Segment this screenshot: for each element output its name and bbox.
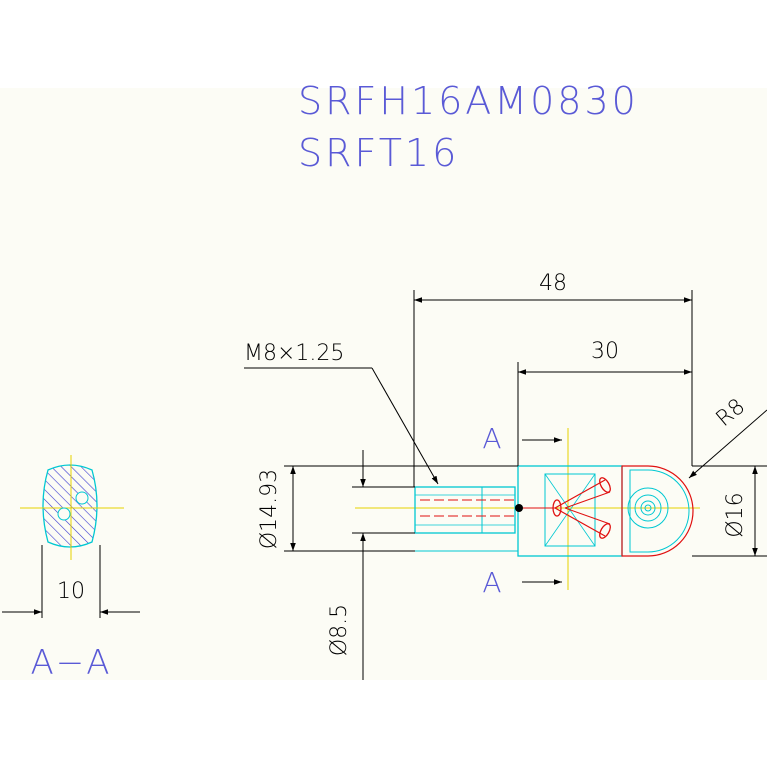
drawing-sheet	[0, 88, 767, 680]
section-width-label: 10	[57, 579, 85, 604]
head-diameter-label: Ø16	[723, 492, 748, 537]
dimensions-layer	[244, 290, 767, 680]
section-marker-bottom: A	[482, 566, 501, 599]
shank-outline	[414, 486, 516, 534]
head-outline	[621, 465, 694, 557]
pivot-point	[515, 504, 523, 512]
section-view-label: A−A	[30, 643, 111, 683]
overall-length-label: 48	[539, 271, 567, 296]
section-hole-a	[57, 507, 71, 521]
section-outline	[42, 464, 98, 548]
head-bore	[627, 487, 669, 529]
section-marker-top: A	[482, 422, 501, 455]
radius-label: R8	[712, 394, 751, 432]
head-length-label: 30	[591, 339, 619, 364]
body-diameter-label: Ø14.93	[257, 469, 282, 549]
part-number-title: SRFH16AM0830	[298, 79, 639, 123]
hole-diameter-label: Ø8.5	[327, 604, 352, 656]
main-view	[355, 428, 700, 590]
sub-part-title: SRFT16	[298, 131, 459, 175]
section-hole-b	[75, 491, 89, 505]
thread-spec-label: M8×1.25	[244, 341, 344, 366]
section-view: 10 A−A	[2, 455, 140, 683]
